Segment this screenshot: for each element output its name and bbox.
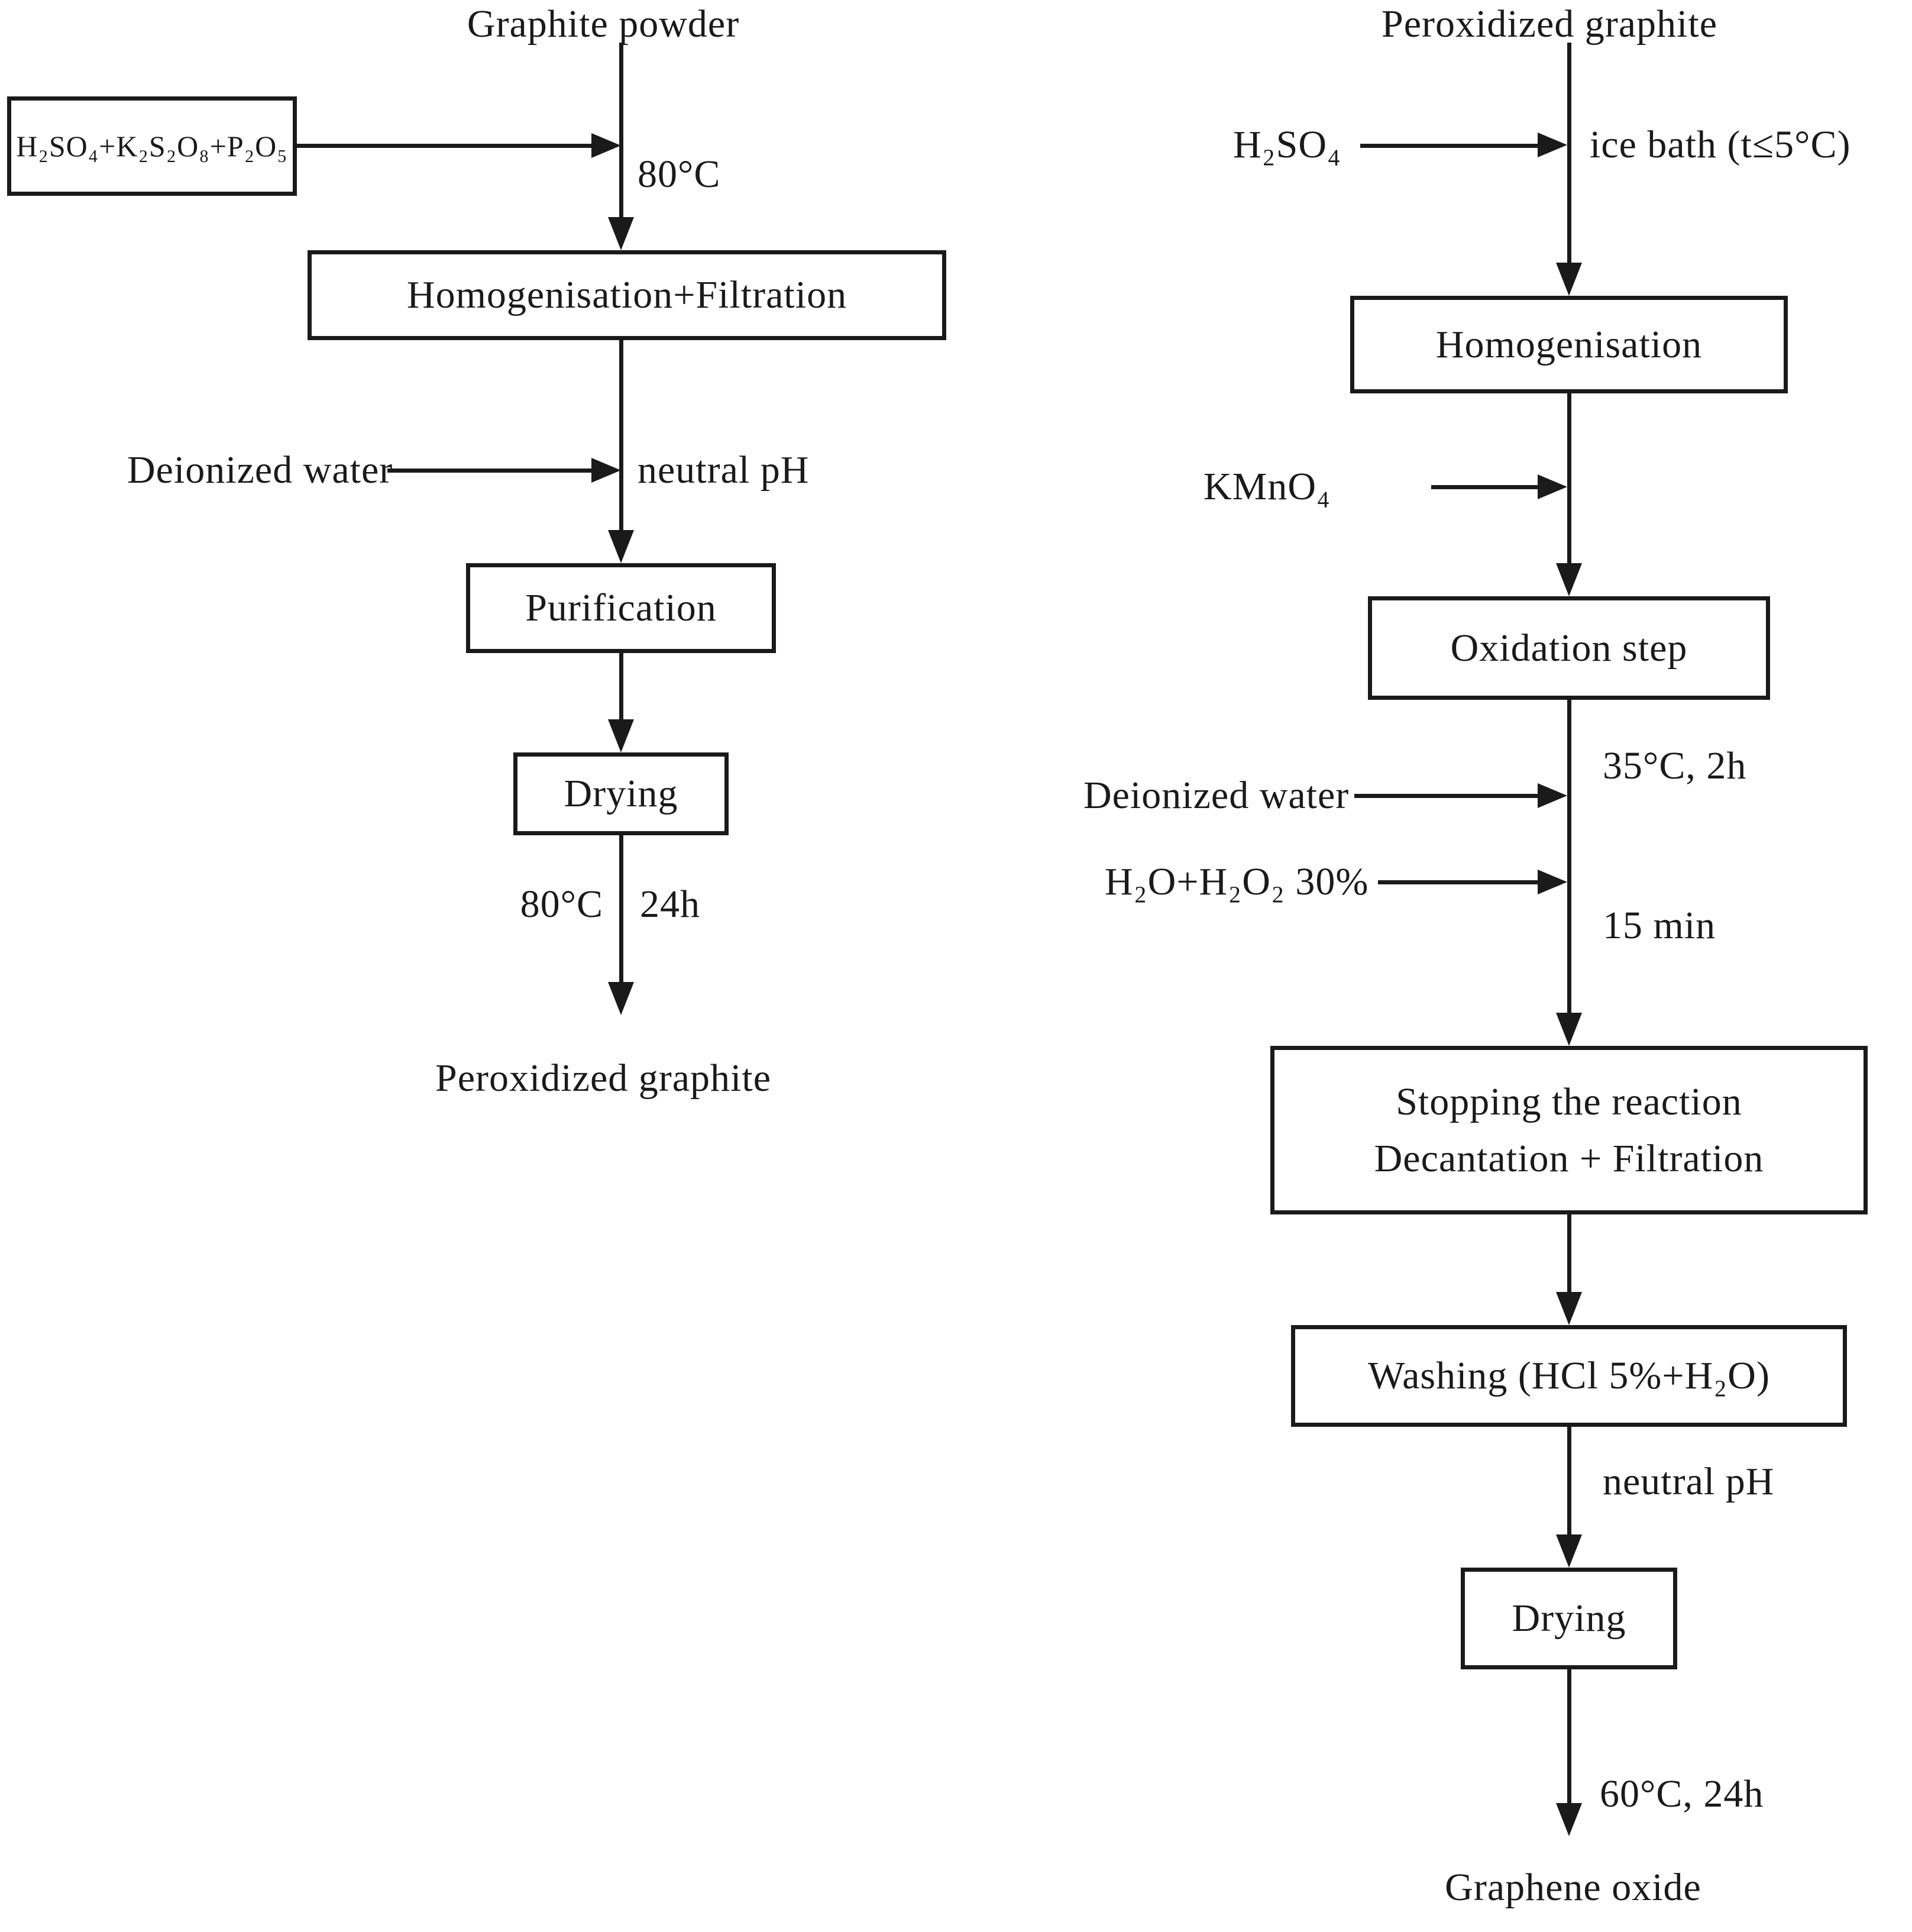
left-product-label: Peroxidized graphite [435,1057,771,1100]
left-drying-temp-label: 80°C [520,883,603,926]
arrowhead-down-icon [1556,563,1582,596]
connector-horizontal-line [1378,880,1538,884]
arrowhead-down-icon [1556,1292,1582,1325]
right-oxidation-conditions-label: 35°C, 2h [1603,744,1747,787]
arrowhead-down-icon [1556,1013,1582,1046]
arrowhead-right-icon [1538,474,1567,499]
left-purification-box: Purification [466,563,776,653]
right-washing-box: Washing (HCl 5%+H₂O) [1291,1325,1847,1427]
right-drying-label: Drying [1512,1597,1626,1640]
left-start-label: Graphite powder [467,2,740,46]
arrowhead-right-icon [1538,783,1567,808]
arrowhead-down-icon [608,982,634,1015]
right-peroxide-label: H₂O+H₂O₂ 30% [1105,860,1369,903]
connector-vertical-line [1567,43,1571,263]
arrowhead-down-icon [1556,1803,1582,1836]
right-ice-bath-label: ice bath (t≤5°C) [1590,123,1851,166]
connector-vertical-line [1567,393,1571,563]
right-stopping-line2: Decantation + Filtration [1374,1136,1764,1180]
right-h2so4-label: H₂SO₄ [1233,123,1342,166]
arrowhead-down-icon [608,530,634,563]
right-oxidation-box: Oxidation step [1368,596,1770,700]
left-homogenisation-box: Homogenisation+Filtration [308,250,946,340]
left-deionized-water-label: Deionized water [127,448,393,492]
right-neutral-ph-label: neutral pH [1603,1460,1775,1503]
right-drying-conditions-label: 60°C, 24h [1600,1772,1764,1815]
connector-vertical-line [619,340,623,530]
right-drying-box: Drying [1461,1568,1677,1669]
right-oxidation-label: Oxidation step [1450,626,1688,670]
left-temperature-label: 80°C [638,153,721,196]
connector-vertical-line [619,653,623,719]
right-product-label: Graphene oxide [1445,1866,1701,1909]
left-reagent-formula: H₂SO₄+K₂S₂O₈+P₂O₅ [16,129,288,163]
left-purification-label: Purification [525,586,717,630]
left-reagent-box: H₂SO₄+K₂S₂O₈+P₂O₅ [7,96,297,196]
connector-horizontal-line [1431,485,1538,489]
left-drying-label: Drying [564,772,678,816]
arrowhead-down-icon [1556,1534,1582,1568]
right-homogenisation-label: Homogenisation [1435,322,1703,366]
connector-vertical-line [619,835,623,982]
left-neutral-ph-label: neutral pH [638,448,810,492]
right-stopping-line1: Stopping the reaction [1396,1080,1742,1123]
left-drying-time-label: 24h [640,883,700,926]
right-stopping-box: Stopping the reaction Decantation + Filt… [1270,1046,1868,1214]
right-duration-label: 15 min [1603,904,1716,947]
connector-vertical-line [619,43,623,219]
left-homogenisation-label: Homogenisation+Filtration [406,273,847,317]
connector-horizontal-line [1360,144,1538,148]
arrowhead-down-icon [1556,263,1582,296]
right-homogenisation-box: Homogenisation [1350,296,1788,393]
left-drying-box: Drying [513,752,729,835]
connector-vertical-line [1567,700,1571,1013]
connector-horizontal-line [387,469,591,473]
arrowhead-right-icon [591,133,621,158]
connector-vertical-line [1567,1214,1571,1292]
arrowhead-right-icon [1538,133,1567,157]
connector-horizontal-line [1354,794,1538,798]
connector-vertical-line [1567,1669,1571,1803]
arrowhead-right-icon [591,458,621,483]
right-washing-label: Washing (HCl 5%+H₂O) [1368,1354,1770,1398]
right-deionized-water-label: Deionized water [1083,774,1350,817]
arrowhead-right-icon [1538,870,1567,894]
arrowhead-down-icon [608,719,634,752]
right-kmno4-label: KMnO₄ [1204,465,1331,508]
arrowhead-down-icon [608,217,634,250]
connector-vertical-line [1567,1427,1571,1534]
right-start-label: Peroxidized graphite [1382,2,1717,46]
connector-horizontal-line [297,144,591,148]
